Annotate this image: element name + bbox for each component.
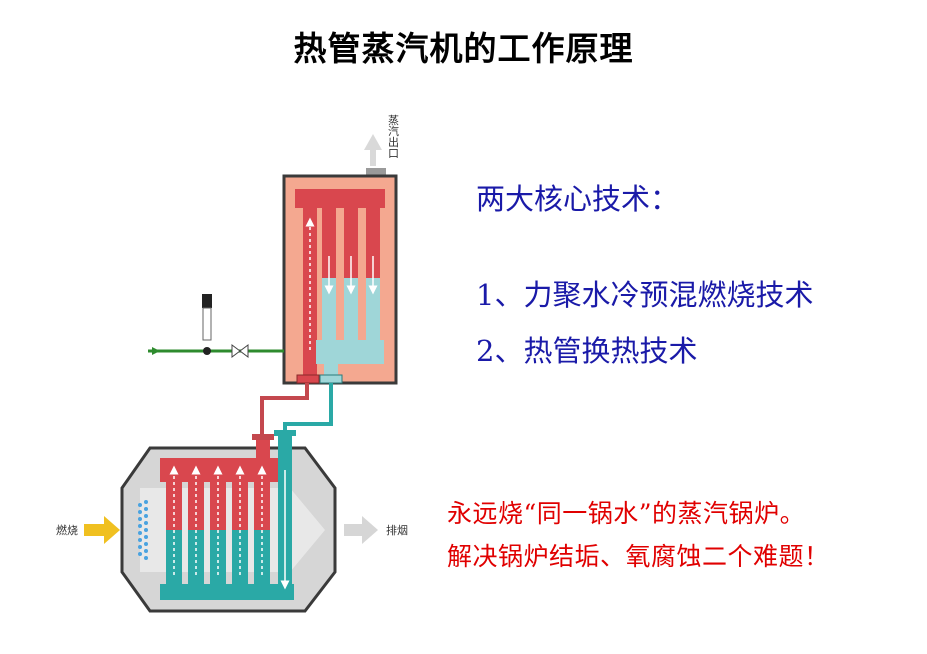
steam-outlet-arrow xyxy=(364,134,386,176)
claim-line-2: 解决锅炉结垢、氧腐蚀二个难题！ xyxy=(447,542,830,571)
exhaust-arrow xyxy=(344,516,378,544)
claim-line-1: 永远烧“同一锅水”的蒸汽锅炉。 xyxy=(447,499,806,528)
riser-downcomer-pipes xyxy=(260,383,333,438)
fuel-label: 燃烧 xyxy=(56,523,78,537)
core-tech-item-1: 1、力聚水冷预混燃烧技术 xyxy=(476,278,814,312)
steam-outlet-label: 蒸汽出口 xyxy=(388,114,399,160)
lower-boiler xyxy=(120,430,337,613)
fuel-arrow xyxy=(84,516,120,544)
page-title: 热管蒸汽机的工作原理 xyxy=(293,29,634,68)
core-tech-item-2: 2、热管换热技术 xyxy=(476,334,698,368)
steam-drum: 蒸汽出口 xyxy=(282,114,399,385)
core-tech-heading: 两大核心技术： xyxy=(476,182,680,216)
burner-flame-dots xyxy=(138,500,148,560)
feed-water-line xyxy=(148,294,284,358)
exhaust-label: 排烟 xyxy=(386,523,408,537)
